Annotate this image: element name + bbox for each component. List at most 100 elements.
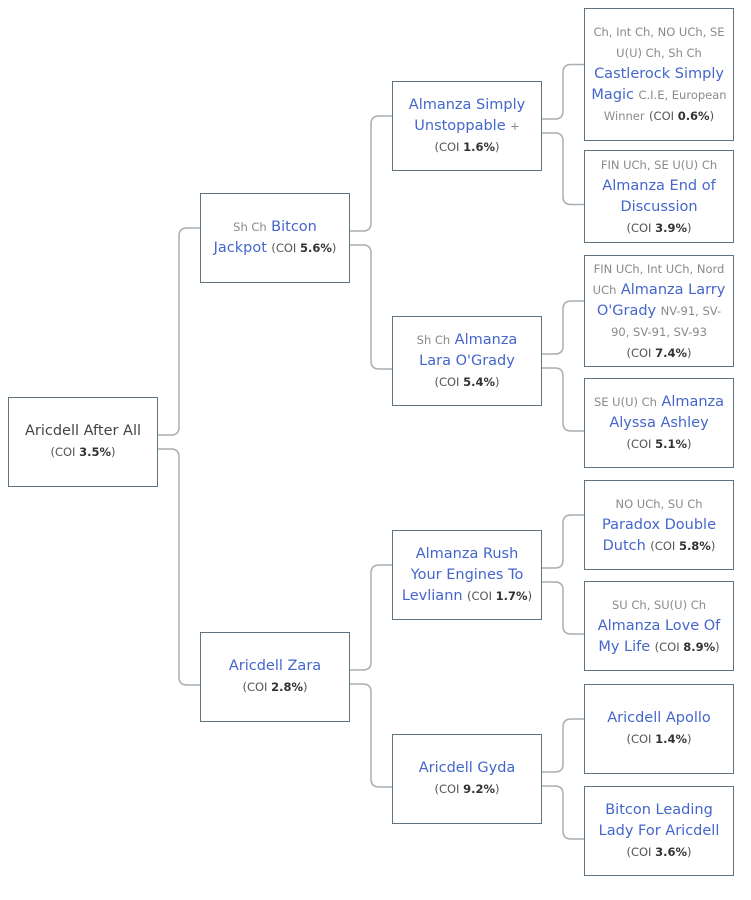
ancestor-box: Sh Ch Bitcon Jackpot (COI 5.6%) bbox=[200, 193, 350, 283]
ancestor-box: Almanza Simply Unstoppable + (COI 1.6%) bbox=[392, 81, 542, 171]
coi-percent: 5.8% bbox=[678, 538, 711, 553]
connector-line bbox=[350, 115, 392, 232]
dog-name-link[interactable]: Paradox Double Dutch bbox=[601, 516, 717, 554]
titles-before: Ch, Int Ch, NO UCh, SE U(U) Ch, Sh Ch bbox=[593, 25, 725, 60]
coi-label: COI bbox=[438, 374, 460, 389]
coi-label: COI bbox=[438, 782, 460, 796]
ancestor-box: SE U(U) Ch Almanza Alyssa Ashley (COI 5.… bbox=[584, 378, 734, 468]
ancestor-box: Almanza Rush Your Engines To Levliann (C… bbox=[392, 530, 542, 620]
coi-label: COI bbox=[630, 220, 652, 235]
coi-label: COI bbox=[246, 680, 268, 694]
dog-name-link[interactable]: Bitcon Leading Lady For Aricdell bbox=[598, 801, 720, 839]
ancestor-box: NO UCh, SU Ch Paradox Double Dutch (COI … bbox=[584, 480, 734, 570]
coi-percent: 1.4% bbox=[655, 732, 688, 746]
coi-percent: 5.4% bbox=[463, 374, 496, 389]
connector-line bbox=[158, 448, 200, 686]
coi-value: (COI 8.9%) bbox=[654, 639, 720, 654]
titles-before: FIN UCh, Int UCh, Nord UCh bbox=[592, 261, 725, 297]
dog-entry: Sh Ch Bitcon Jackpot (COI 5.6%) bbox=[207, 217, 343, 259]
connector-line bbox=[542, 63, 584, 120]
ancestor-box: FIN UCh, Int UCh, Nord UCh Almanza Larry… bbox=[584, 255, 734, 367]
dog-entry: SU Ch, SU(U) Ch Almanza Love Of My Life … bbox=[591, 595, 727, 658]
ancestor-box: Sh Ch Almanza Lara O'Grady (COI 5.4%) bbox=[392, 316, 542, 406]
coi-label: COI bbox=[630, 436, 652, 451]
dog-name-link[interactable]: Almanza Lara O'Grady bbox=[419, 331, 518, 369]
coi-value: (COI 9.2%) bbox=[434, 782, 500, 796]
coi-value: (COI 7.4%) bbox=[626, 345, 692, 360]
titles-before: SE U(U) Ch bbox=[593, 394, 657, 409]
coi-label: COI bbox=[654, 538, 676, 553]
coi-value: (COI 1.7%) bbox=[467, 588, 533, 603]
coi-value: (COI 5.4%) bbox=[434, 374, 500, 389]
dog-name-link[interactable]: Almanza Alyssa Ashley bbox=[609, 393, 725, 431]
coi-value: (COI 3.6%) bbox=[626, 844, 692, 859]
coi-percent: 1.7% bbox=[495, 588, 528, 603]
coi-label: COI bbox=[471, 588, 493, 603]
dog-entry: FIN UCh, Int UCh, Nord UCh Almanza Larry… bbox=[591, 259, 727, 364]
dog-name-link[interactable]: Aricdell Apollo bbox=[607, 710, 711, 726]
dog-entry: Aricdell Zara (COI 2.8%) bbox=[207, 656, 343, 698]
dog-name-link[interactable]: Aricdell Zara bbox=[228, 658, 322, 674]
dog-entry: Aricdell After All (COI 3.5%) bbox=[15, 421, 151, 463]
ancestor-box: Bitcon Leading Lady For Aricdell (COI 3.… bbox=[584, 786, 734, 876]
titles-after: C.I.E, European Winner bbox=[603, 88, 727, 123]
connector-line bbox=[158, 227, 200, 436]
coi-value: (COI 2.8%) bbox=[242, 680, 308, 694]
coi-label: COI bbox=[54, 445, 76, 459]
titles-after: + bbox=[510, 118, 520, 133]
coi-label: COI bbox=[630, 844, 652, 859]
coi-label: COI bbox=[275, 241, 297, 255]
dog-entry: Almanza Rush Your Engines To Levliann (C… bbox=[399, 544, 535, 607]
dog-name-link[interactable]: Bitcon Jackpot bbox=[213, 219, 317, 256]
dog-entry: Ch, Int Ch, NO UCh, SE U(U) Ch, Sh Ch Ca… bbox=[591, 22, 727, 127]
dog-entry: Aricdell Gyda (COI 9.2%) bbox=[399, 758, 535, 800]
dog-name-link[interactable]: Castlerock Simply Magic bbox=[591, 66, 724, 103]
titles-before: SU Ch, SU(U) Ch bbox=[611, 597, 707, 612]
connector-line bbox=[542, 132, 584, 206]
connector-line bbox=[350, 244, 392, 370]
coi-value: (COI 1.4%) bbox=[626, 732, 692, 746]
dog-name-link[interactable]: Aricdell Gyda bbox=[418, 760, 516, 776]
coi-label: COI bbox=[630, 732, 652, 746]
dog-entry: Almanza Simply Unstoppable + (COI 1.6%) bbox=[399, 95, 535, 158]
coi-value: (COI 3.9%) bbox=[626, 220, 692, 235]
coi-value: (COI 0.6%) bbox=[649, 109, 715, 123]
coi-label: COI bbox=[630, 345, 652, 360]
coi-label: COI bbox=[438, 139, 460, 154]
dog-entry: Bitcon Leading Lady For Aricdell (COI 3.… bbox=[591, 800, 727, 863]
dog-entry: Aricdell Apollo (COI 1.4%) bbox=[591, 708, 727, 750]
dog-entry: Sh Ch Almanza Lara O'Grady (COI 5.4%) bbox=[399, 330, 535, 393]
coi-percent: 7.4% bbox=[655, 345, 688, 360]
titles-after: NV-91, SV-90, SV-91, SV-93 bbox=[611, 303, 722, 339]
coi-percent: 8.9% bbox=[683, 639, 716, 654]
dog-name-link[interactable]: Almanza Larry O'Grady bbox=[596, 281, 726, 319]
connector-line bbox=[542, 581, 584, 635]
connector-line bbox=[542, 718, 584, 773]
dog-name-link[interactable]: Almanza Love Of My Life bbox=[597, 617, 721, 655]
dog-entry: NO UCh, SU Ch Paradox Double Dutch (COI … bbox=[591, 494, 727, 557]
connector-line bbox=[542, 300, 584, 355]
connector-line bbox=[350, 564, 392, 671]
titles-before: NO UCh, SU Ch bbox=[615, 496, 703, 511]
coi-percent: 0.6% bbox=[677, 109, 710, 123]
dog-name-link[interactable]: Almanza Simply Unstoppable bbox=[408, 96, 526, 134]
subject-dog-box: Aricdell After All (COI 3.5%) bbox=[8, 397, 158, 487]
coi-label: COI bbox=[659, 639, 680, 654]
coi-percent: 5.1% bbox=[655, 436, 688, 451]
dog-entry: SE U(U) Ch Almanza Alyssa Ashley (COI 5.… bbox=[591, 392, 727, 455]
dog-name-link[interactable]: Almanza Rush Your Engines To Levliann bbox=[401, 545, 524, 604]
coi-percent: 1.6% bbox=[463, 139, 496, 154]
connector-line bbox=[542, 514, 584, 569]
dog-name-link: Aricdell After All bbox=[24, 423, 142, 439]
connector-line bbox=[542, 785, 584, 840]
dog-name-link[interactable]: Almanza End of Discussion bbox=[602, 177, 716, 215]
dog-entry: FIN UCh, SE U(U) Ch Almanza End of Discu… bbox=[591, 155, 727, 239]
coi-percent: 3.5% bbox=[79, 445, 112, 459]
ancestor-box: Ch, Int Ch, NO UCh, SE U(U) Ch, Sh Ch Ca… bbox=[584, 8, 734, 141]
coi-percent: 2.8% bbox=[271, 680, 304, 694]
connector-line bbox=[350, 683, 392, 788]
coi-percent: 5.6% bbox=[299, 241, 332, 255]
coi-percent: 3.9% bbox=[655, 220, 688, 235]
titles-before: Sh Ch bbox=[416, 332, 451, 347]
